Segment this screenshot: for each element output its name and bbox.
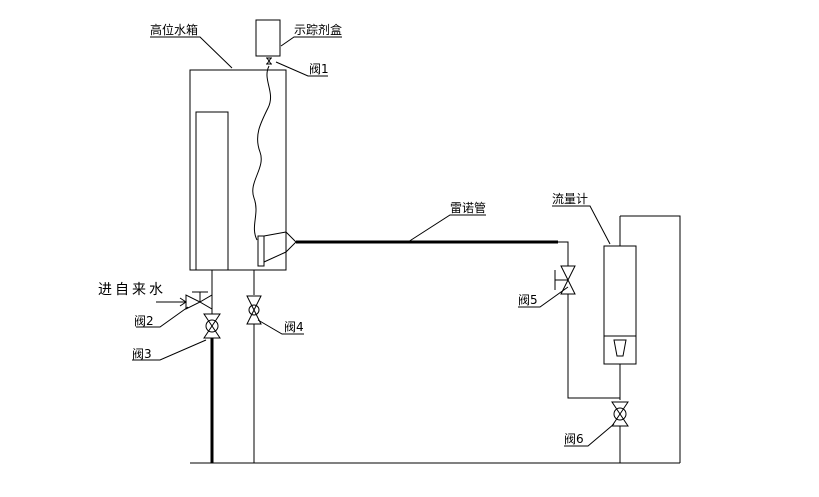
dye-tube xyxy=(252,65,272,241)
valve1-symbol xyxy=(266,57,272,65)
label-high-tank: 高位水箱 xyxy=(150,22,198,37)
label-valve6: 阀6 xyxy=(564,432,584,446)
flowmeter xyxy=(603,245,637,365)
leader-valve4 xyxy=(257,319,304,335)
return-pipe xyxy=(620,215,681,463)
leader-dye-box xyxy=(280,36,342,47)
pipe-valve5-to-valve6 xyxy=(567,294,620,399)
leader-flowmeter xyxy=(552,205,611,245)
label-valve3: 阀3 xyxy=(132,347,152,361)
pipe-to-valve5 xyxy=(558,241,569,266)
bell-mouth-bottom xyxy=(263,251,287,263)
leader-high-tank xyxy=(150,36,233,69)
label-dye-box: 示踪剂盒 xyxy=(294,22,342,37)
leader-valve2 xyxy=(136,306,189,328)
valve2 xyxy=(185,291,213,310)
flowmeter-float xyxy=(613,339,627,357)
label-water-inlet: 进自来水 xyxy=(98,282,166,298)
label-valve2: 阀2 xyxy=(134,314,154,328)
valve6 xyxy=(611,401,629,427)
dye-box xyxy=(255,19,281,57)
bell-mouth xyxy=(285,231,297,253)
leader-reynolds-tube xyxy=(407,214,486,243)
inlet-arrow xyxy=(179,297,187,307)
valve5 xyxy=(554,265,576,295)
label-valve4: 阀4 xyxy=(284,320,304,334)
valve4 xyxy=(246,295,262,325)
label-flowmeter: 流量计 xyxy=(552,192,588,206)
label-valve5: 阀5 xyxy=(518,293,538,307)
valve3 xyxy=(203,313,221,339)
label-valve1: 阀1 xyxy=(309,62,329,76)
leader-valve5 xyxy=(518,286,569,308)
leader-valve1 xyxy=(275,61,328,77)
tank-overflow-wall xyxy=(195,111,229,270)
high-tank xyxy=(189,69,287,271)
leader-valve3 xyxy=(132,339,207,361)
label-reynolds-tube: 雷诺管 xyxy=(450,200,486,215)
bell-mouth-top xyxy=(263,231,287,237)
leader-valve6 xyxy=(564,423,615,447)
tube-inlet xyxy=(257,235,265,267)
